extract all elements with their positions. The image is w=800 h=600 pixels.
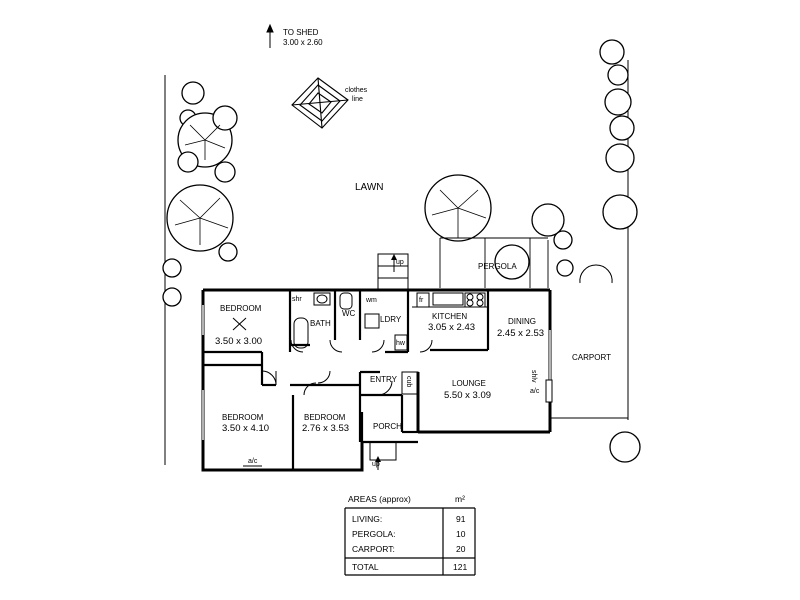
pergola-structure	[439, 237, 549, 288]
wc-label: WC	[342, 309, 356, 318]
shed-arrow-icon	[266, 23, 274, 48]
entry-label: ENTRY	[370, 375, 398, 384]
shed-label-1: TO SHED	[283, 28, 319, 37]
bedroom2-dims: 3.50 x 4.10	[222, 423, 269, 434]
bedroom1-dims: 3.50 x 3.00	[215, 336, 262, 347]
bedroom2-name: BEDROOM	[222, 413, 264, 422]
kitchen-name: KITCHEN	[432, 312, 467, 321]
bath-label: BATH	[310, 319, 331, 328]
interior-walls	[203, 290, 490, 470]
lounge-dims: 5.50 x 3.09	[444, 390, 491, 401]
up-arrow-back-icon	[391, 254, 397, 260]
shed-label-2: 3.00 x 2.60	[283, 38, 323, 47]
up-front-label: up	[372, 461, 380, 468]
areas-row-label: LIVING:	[352, 514, 382, 524]
clothes-line-icon	[291, 77, 349, 129]
pergola-label: PERGOLA	[478, 262, 517, 271]
areas-total-value: 121	[453, 562, 467, 572]
lawn-label: LAWN	[355, 182, 384, 193]
up-back-label: up	[396, 259, 404, 266]
ceiling-fan-icon	[232, 317, 247, 331]
areas-title: AREAS (approx)	[348, 494, 411, 504]
tree-detail-pergola	[431, 189, 487, 238]
hw-label: hw	[396, 340, 406, 347]
areas-row-value: 10	[456, 529, 466, 539]
fridge-label: fr	[419, 297, 424, 304]
laundry-label: LDRY	[380, 315, 402, 324]
dining-dims: 2.45 x 2.53	[497, 328, 544, 339]
clothes-line-label-2: line	[352, 96, 363, 103]
areas-unit: m²	[455, 494, 465, 504]
up-arrow-front-icon	[375, 456, 381, 462]
bedroom3-dims: 2.76 x 3.53	[302, 423, 349, 434]
lounge-name: LOUNGE	[452, 379, 486, 388]
tree-detail-left	[174, 124, 229, 245]
carport-label: CARPORT	[572, 353, 611, 362]
areas-row-label: PERGOLA:	[352, 529, 395, 539]
bedroom1-name: BEDROOM	[220, 304, 262, 313]
bath-fixtures	[293, 292, 408, 351]
bedroom3-name: BEDROOM	[304, 413, 346, 422]
areas-row-value: 20	[456, 544, 466, 554]
ac-unit-lounge	[545, 379, 553, 403]
porch-label: PORCH	[373, 422, 402, 431]
wm-label: wm	[365, 297, 377, 304]
kitchen-dims: 3.05 x 2.43	[428, 322, 475, 333]
cupboard-box	[401, 371, 419, 395]
tree-icons-left	[162, 81, 238, 307]
areas-row-label: CARPORT:	[352, 544, 395, 554]
carport-gate	[579, 264, 613, 284]
shower-label: shr	[292, 296, 302, 303]
dining-name: DINING	[508, 317, 536, 326]
areas-row-value: 91	[456, 514, 466, 524]
kitchen-fixtures	[412, 292, 488, 308]
areas-table: AREAS (approx) m² LIVING: 91 PERGOLA: 10…	[344, 494, 476, 576]
areas-total-label: TOTAL	[352, 562, 379, 572]
ac-bed-label: a/c	[248, 458, 258, 465]
tree-icons-right	[553, 39, 641, 463]
ac-lounge-label: a/c	[530, 388, 540, 395]
clothes-line-label-1: clothes	[345, 87, 368, 94]
door-swings	[261, 339, 433, 396]
cub-label: cub	[405, 376, 412, 387]
shelves-label: shlv	[530, 370, 537, 383]
